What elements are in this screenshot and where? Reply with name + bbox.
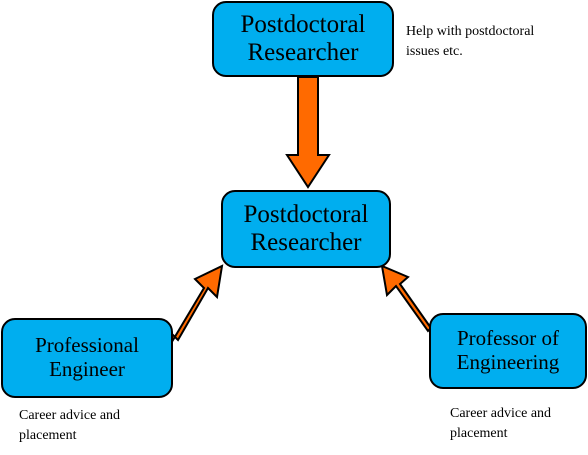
node-label-line2: Researcher	[247, 39, 359, 66]
node-professional-engineer: Professional Engineer	[1, 318, 173, 398]
node-label-line1: Postdoctoral	[240, 11, 366, 38]
note-career-advice-right: Career advice and placement	[450, 404, 551, 445]
note-line1: Career advice and	[19, 408, 121, 423]
note-line2: issues etc.	[406, 44, 463, 60]
note-line1: Career advice and	[450, 406, 552, 421]
note-postdoctoral-help: Help with postdoctoral issues etc.	[406, 22, 534, 63]
node-postdoctoral-researcher-center: Postdoctoral Researcher	[221, 190, 391, 268]
arrow-left-to-center	[162, 264, 224, 342]
node-label-line2: Engineering	[456, 350, 560, 374]
node-label-line2: Researcher	[250, 229, 362, 256]
node-label-line2: Engineer	[49, 357, 125, 381]
note-line2: placement	[450, 426, 508, 442]
node-label-line1: Professor of	[456, 326, 560, 351]
node-postdoctoral-researcher-top: Postdoctoral Researcher	[212, 1, 394, 77]
note-line2: placement	[19, 428, 77, 444]
note-line1: Help with postdoctoral	[406, 24, 535, 39]
note-career-advice-left: Career advice and placement	[19, 406, 120, 447]
node-label-line1: Postdoctoral	[243, 201, 369, 228]
node-professor-of-engineering: Professor of Engineering	[429, 313, 587, 389]
node-label-line1: Professional	[35, 333, 139, 358]
arrow-top-to-center	[285, 76, 331, 189]
